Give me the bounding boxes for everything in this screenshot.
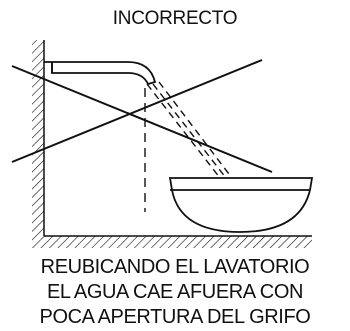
floor-hatching (32, 235, 312, 248)
water-stream (146, 81, 233, 179)
caption: REUBICANDO EL LAVATORIO EL AGUA CAE AFUE… (0, 255, 350, 330)
caption-line-2: EL AGUA CAE AFUERA CON (46, 281, 304, 303)
wash-basin (168, 177, 314, 233)
cross-mark (11, 59, 273, 173)
diagram-title: INCORRECTO (112, 8, 238, 29)
faucet (44, 61, 157, 86)
caption-line-1: REUBICANDO EL LAVATORIO (40, 256, 310, 278)
wall-hatching (32, 40, 45, 236)
caption-line-3: POCA APERTURA DEL GRIFO (39, 306, 311, 328)
